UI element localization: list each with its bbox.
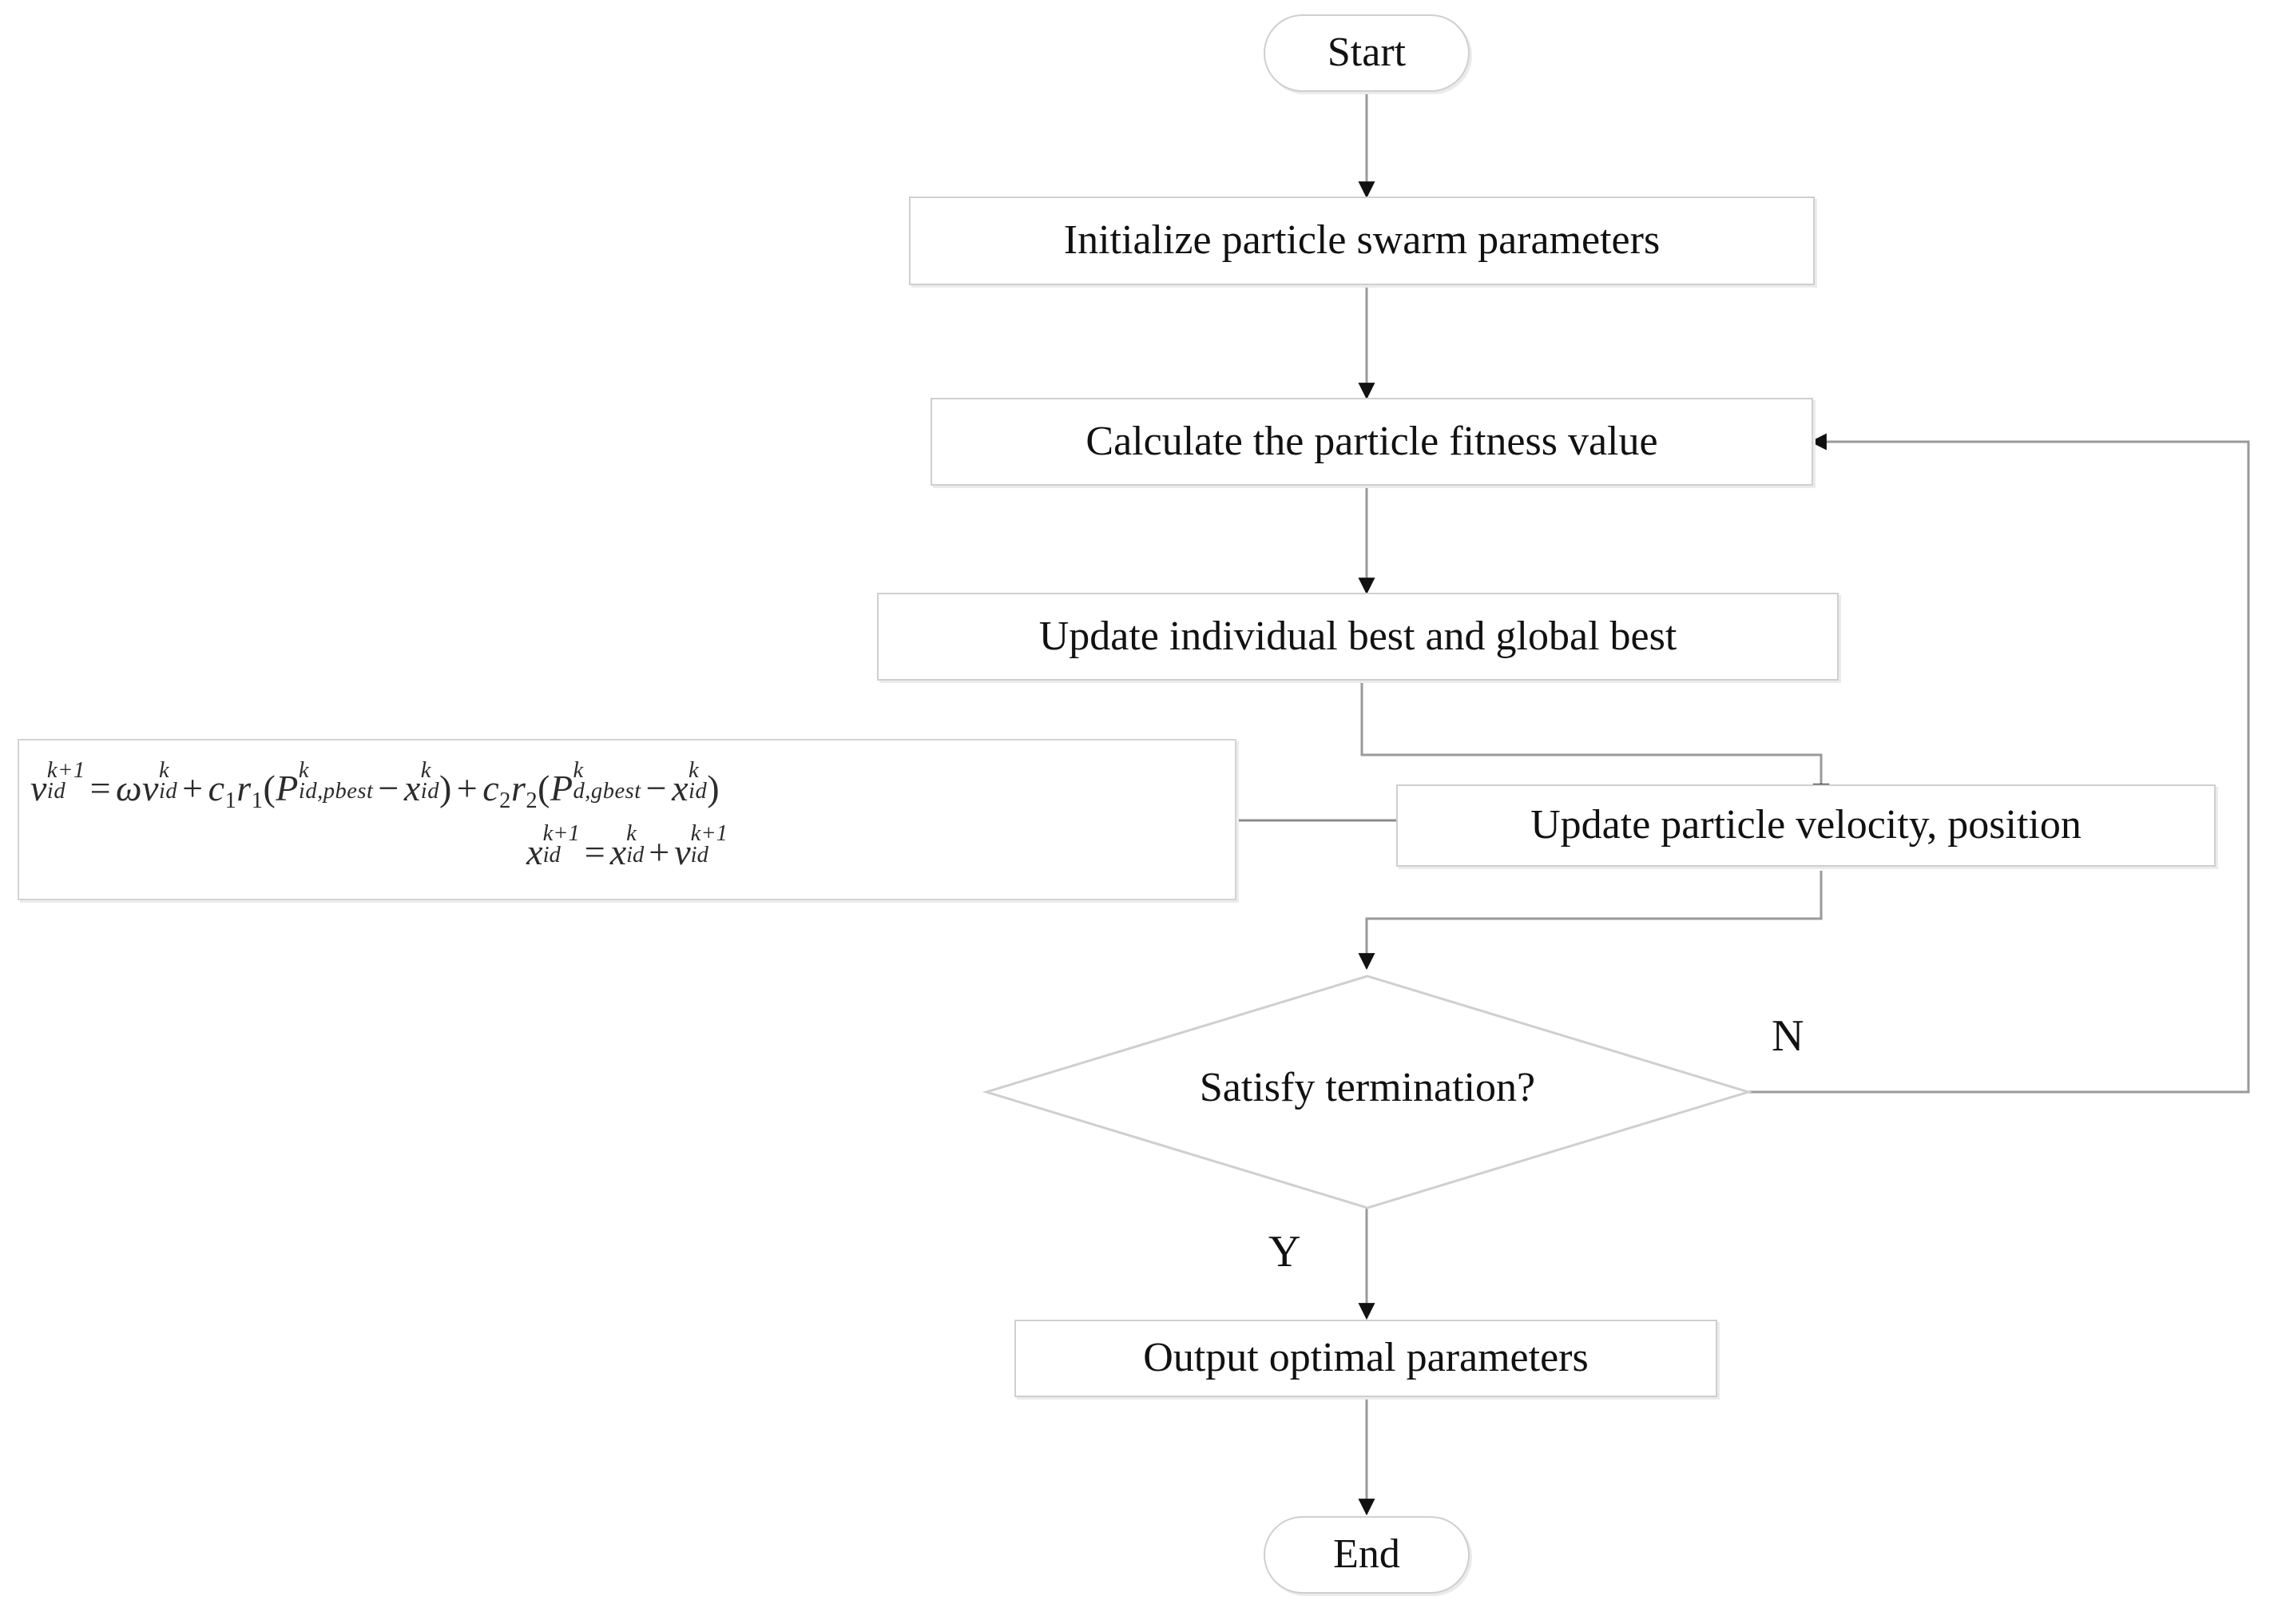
f2-eq: = [584, 832, 605, 872]
f1-minus2: − [645, 768, 668, 809]
f1-x1: x [403, 768, 421, 809]
f1-close1: ) [439, 768, 452, 809]
f1-v2-var: v [142, 768, 159, 809]
f2-rhs2-var: v [674, 832, 691, 872]
f1-r1: r [236, 768, 252, 809]
f1-eq: = [89, 768, 112, 809]
f1-plus1: + [182, 768, 204, 809]
f1-c1: c [208, 768, 225, 809]
f1-minus1: − [378, 768, 399, 809]
node-end[interactable]: End [1264, 1516, 1470, 1594]
edge-label-yes: Y [1268, 1227, 1301, 1277]
diamond-shape [982, 975, 1753, 1209]
node-output-label: Output optimal parameters [1143, 1335, 1589, 1381]
f1-open2: ( [538, 768, 550, 809]
node-initialize[interactable]: Initialize particle swarm parameters [909, 197, 1815, 285]
edge-label-no: N [1772, 1011, 1804, 1061]
edge-updatevelocity-decision [1358, 871, 1823, 971]
f1-x2: x [672, 768, 689, 809]
node-calculate[interactable]: Calculate the particle fitness value [931, 398, 1813, 486]
f1-r2-sub: 2 [526, 788, 538, 813]
f1-c2: c [482, 768, 500, 809]
f1-open1: ( [263, 768, 276, 809]
edge-decision-no-calculate [1749, 433, 2250, 1094]
node-update-best-label: Update individual best and global best [1038, 613, 1677, 659]
f1-plus2: + [456, 768, 478, 809]
node-end-label: End [1333, 1531, 1400, 1578]
node-decision[interactable]: Satisfy termination? [982, 975, 1753, 1209]
f2-plus: + [649, 832, 670, 872]
node-calculate-label: Calculate the particle fitness value [1085, 418, 1658, 464]
node-start-label: Start [1327, 30, 1407, 76]
node-start[interactable]: Start [1264, 14, 1470, 92]
f1-close2: ) [707, 768, 720, 809]
node-decision-label: Satisfy termination? [1199, 1065, 1536, 1110]
f1-omega: ω [116, 768, 143, 809]
node-initialize-label: Initialize particle swarm parameters [1063, 217, 1661, 264]
node-update-velocity[interactable]: Update particle velocity, position [1396, 784, 2216, 867]
f1-c1-sub: 1 [224, 788, 237, 813]
f1-r2: r [510, 768, 526, 809]
node-update-best[interactable]: Update individual best and global best [877, 593, 1839, 681]
f1-P1: P [276, 768, 299, 809]
f2-lhs-var: x [526, 832, 543, 872]
f1-r1-sub: 1 [251, 788, 264, 813]
edge-updatebest-updatevelocity [1360, 681, 1830, 801]
node-output[interactable]: Output optimal parameters [1014, 1320, 1717, 1397]
f1-c2-sub: 2 [499, 788, 511, 813]
f2-rhs1-var: x [609, 832, 627, 872]
f1-lhs-var: v [30, 768, 47, 809]
f1-P2: P [550, 768, 573, 809]
node-update-velocity-label: Update particle velocity, position [1530, 802, 2082, 848]
